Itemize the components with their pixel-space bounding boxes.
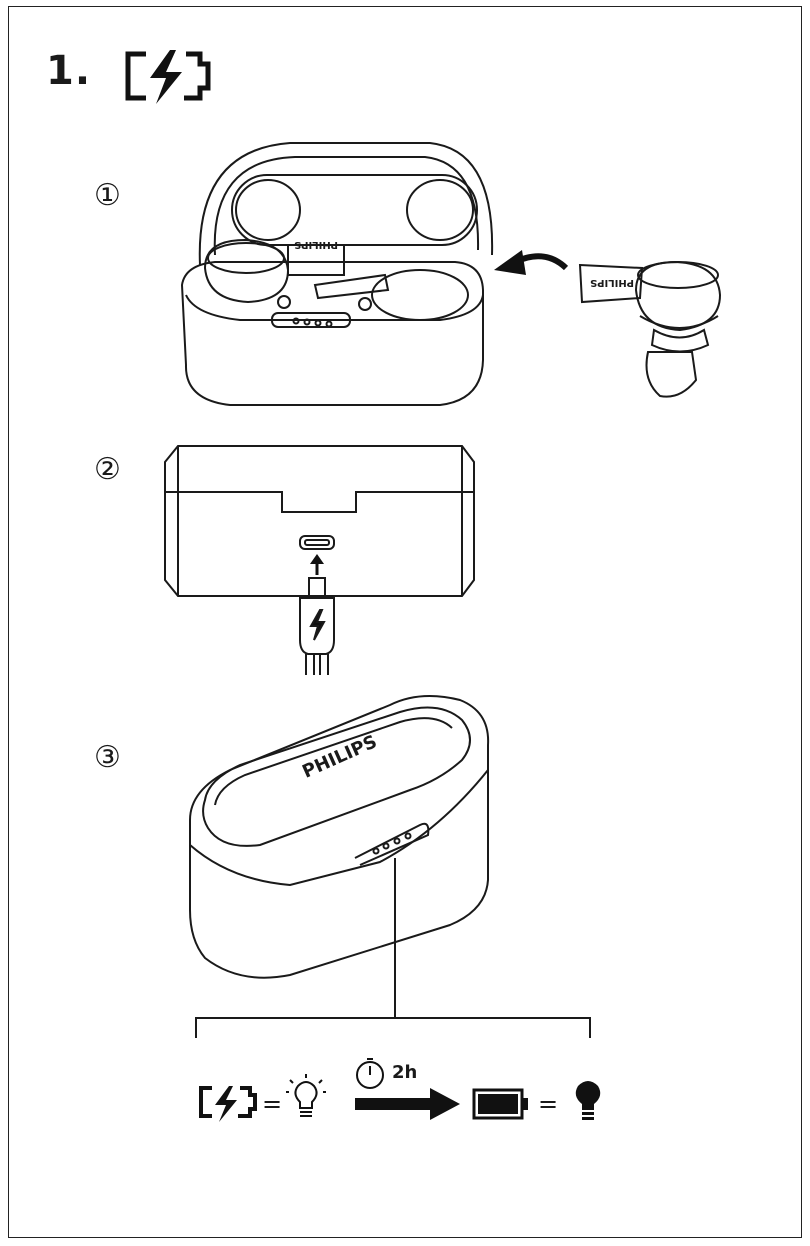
charge-duration: 2h	[392, 1062, 418, 1083]
insert-arrow-icon	[494, 250, 569, 275]
earbud-illustration: PHILIPS	[578, 260, 722, 398]
step-marker-3: ③	[94, 740, 121, 775]
battery-full-icon	[472, 1088, 528, 1120]
usb-c-cable-illustration	[299, 577, 335, 675]
page-frame	[8, 6, 802, 1238]
section-number: 1.	[46, 48, 92, 94]
stopwatch-icon	[356, 1058, 384, 1089]
indicator-bracket	[195, 858, 591, 1038]
usb-case-illustration	[164, 445, 475, 597]
usb-arrow-icon	[310, 554, 324, 575]
legend-charging-icon	[199, 1086, 257, 1122]
legend-equals-2: =	[538, 1090, 559, 1118]
legend-solid-led-icon	[575, 1081, 601, 1120]
legend-blinking-led-icon	[286, 1074, 326, 1117]
closed-case-illustration	[189, 695, 490, 979]
arrow-right-icon	[355, 1088, 460, 1120]
legend-equals-1: =	[262, 1090, 283, 1118]
earbud-label: PHILIPS	[590, 277, 634, 288]
case-brand-logo: PHILIPS	[299, 731, 380, 782]
earbud-in-case-label: PHILIPS	[294, 239, 338, 250]
step-marker-2: ②	[94, 452, 121, 487]
battery-charging-icon	[125, 50, 211, 104]
step-marker-1: ①	[94, 178, 121, 213]
open-case-illustration: PHILIPS	[180, 142, 494, 406]
